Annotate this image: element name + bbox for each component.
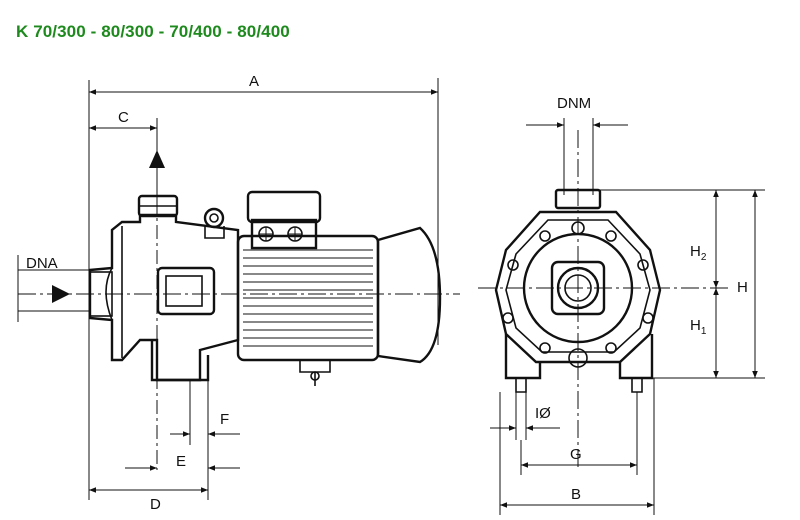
svg-text:H2: H2	[690, 243, 707, 263]
label-b: B	[571, 486, 581, 503]
dimension-d: D	[88, 345, 209, 513]
label-i-phi: IØ	[535, 405, 551, 422]
side-view: A C DNA	[17, 73, 460, 513]
dimension-h-group: H2 H1 H	[600, 189, 765, 379]
dimension-a: A	[88, 73, 439, 345]
dimension-i-phi: IØ	[490, 392, 560, 440]
label-h2-sub: 2	[701, 252, 707, 263]
label-c: C	[118, 109, 129, 126]
motor	[236, 190, 442, 386]
page-title: K 70/300 - 80/300 - 70/400 - 80/400	[16, 22, 290, 41]
label-dnm: DNM	[557, 95, 591, 112]
dimension-f: F	[170, 380, 240, 445]
discharge-flange	[554, 188, 602, 210]
label-dna: DNA	[26, 255, 58, 272]
dimension-e: E	[125, 445, 240, 480]
front-view: DNM	[478, 95, 765, 515]
label-g: G	[570, 446, 582, 463]
label-a: A	[249, 73, 259, 90]
pump-casing	[88, 194, 240, 382]
label-e: E	[176, 453, 186, 470]
dimension-c: C	[89, 109, 158, 200]
dimension-dna: DNA	[17, 255, 90, 322]
label-d: D	[150, 496, 161, 513]
dimension-dnm: DNM	[526, 95, 628, 195]
dimension-g: G	[520, 392, 638, 475]
front-foot	[504, 334, 654, 380]
suction-eye	[522, 232, 634, 344]
dimension-b: B	[499, 378, 655, 515]
label-h1-sub: 1	[701, 326, 707, 337]
label-h: H	[737, 279, 748, 296]
svg-text:H1: H1	[690, 317, 707, 337]
label-f: F	[220, 411, 229, 428]
label-h1: H	[690, 317, 701, 334]
label-h2: H	[690, 243, 701, 260]
